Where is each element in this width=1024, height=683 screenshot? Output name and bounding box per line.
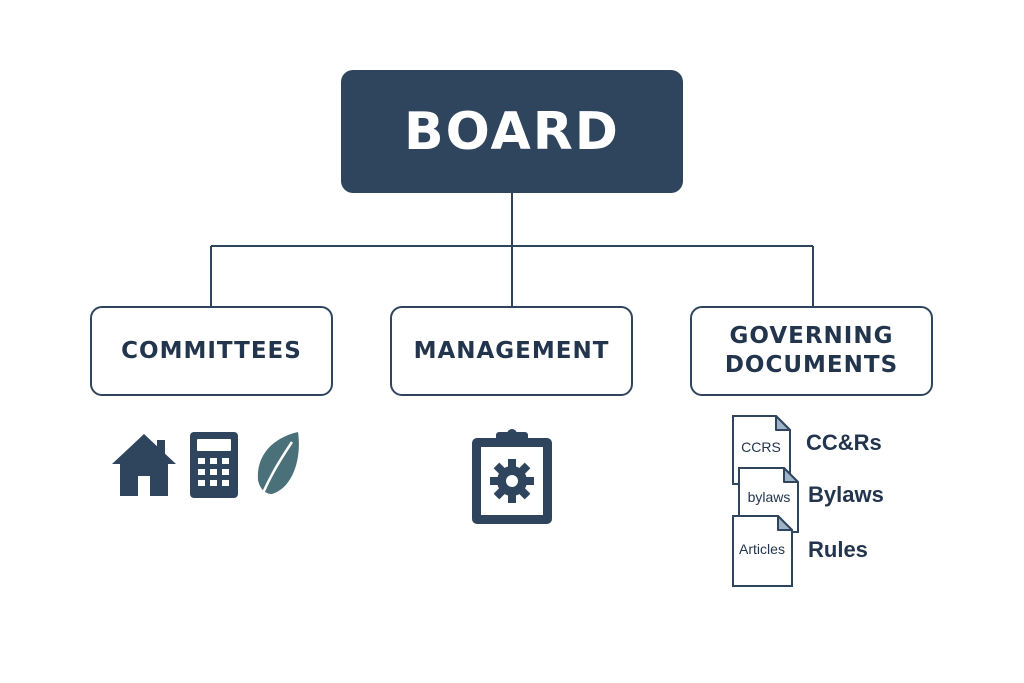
governing-label-line1: GOVERNING (729, 323, 894, 349)
rules-document-name: Rules (808, 537, 868, 562)
clipboard-gear-icon (472, 429, 552, 524)
governing-label-line2: DOCUMENTS (724, 352, 899, 378)
board-node: BOARD (341, 70, 683, 193)
management-node: MANAGEMENT (390, 306, 633, 396)
committees-label: COMMITTEES (121, 337, 302, 364)
leaf-icon (257, 432, 299, 501)
document-stack: CCRS bylaws Articles (732, 415, 799, 587)
ccrs-file-label: CCRS (741, 439, 781, 455)
house-icon (112, 434, 176, 496)
board-title: BOARD (404, 101, 620, 162)
bylaws-file-label: bylaws (748, 489, 791, 505)
management-label: MANAGEMENT (413, 337, 610, 364)
governing-documents-node: GOVERNING DOCUMENTS (690, 306, 933, 396)
articles-document-icon: Articles (732, 515, 793, 587)
committees-node: COMMITTEES (90, 306, 333, 396)
calculator-icon (190, 432, 238, 498)
ccrs-document-name: CC&Rs (806, 430, 882, 455)
governing-documents-label: GOVERNING DOCUMENTS (725, 322, 898, 380)
articles-file-label: Articles (739, 541, 785, 557)
bylaws-document-name: Bylaws (808, 482, 884, 507)
